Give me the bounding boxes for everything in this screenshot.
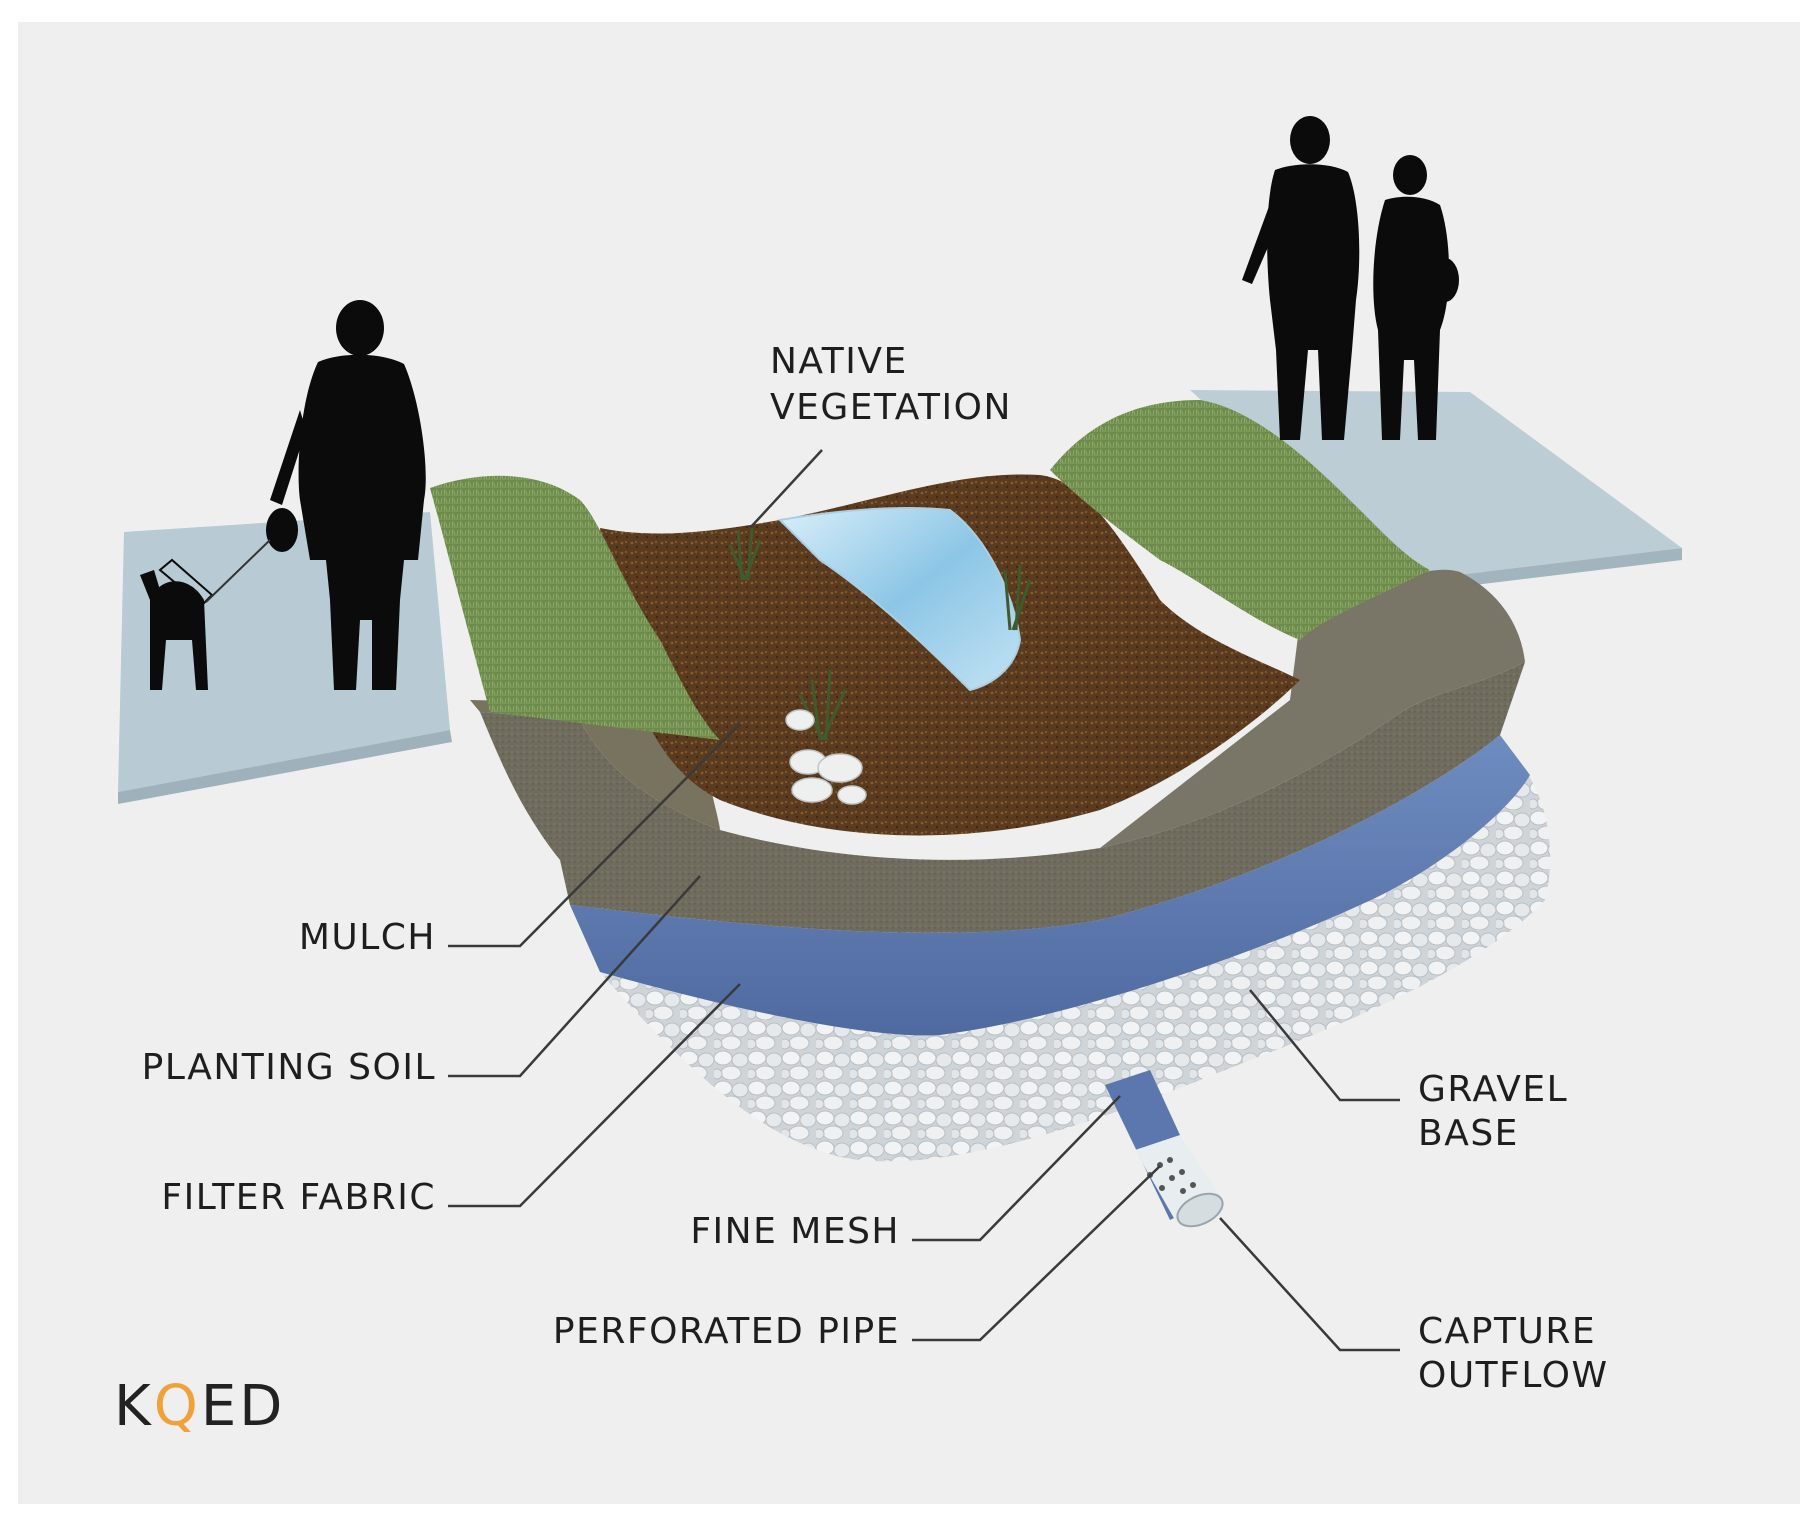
leader-perforated-pipe xyxy=(912,1165,1161,1342)
planting-soil-layer xyxy=(480,662,1525,933)
leader-native-vegetation xyxy=(749,449,823,529)
label-capture-outflow-line1: CAPTURE xyxy=(1418,1311,1597,1352)
label-gravel-base-line1: GRAVEL xyxy=(1418,1069,1569,1110)
perforated-pipe xyxy=(1105,1070,1224,1228)
label-native-vegetation-line1: NATIVE xyxy=(770,341,908,382)
couple-silhouette xyxy=(1242,116,1459,440)
label-leader-lines xyxy=(448,449,1400,1352)
filter-fabric-layer xyxy=(570,735,1530,1036)
water-channel xyxy=(777,507,1022,692)
leader-filter-fabric xyxy=(448,983,741,1208)
logo-q: Q xyxy=(153,1374,201,1439)
right-grass-bank xyxy=(1050,400,1430,640)
leader-capture-outflow xyxy=(1219,1217,1400,1352)
man-walking-dog-silhouette xyxy=(140,300,426,690)
label-gravel-base-line2: BASE xyxy=(1418,1113,1519,1154)
leader-planting-soil xyxy=(448,875,701,1078)
label-capture-outflow-line2: OUTFLOW xyxy=(1418,1355,1609,1396)
planting-soil-top-right xyxy=(1100,569,1525,848)
river-stones xyxy=(785,709,867,805)
leader-gravel-base xyxy=(1249,989,1400,1102)
native-vegetation-plants xyxy=(728,527,1032,741)
label-mulch: MULCH xyxy=(298,917,436,958)
label-planting-soil: PLANTING SOIL xyxy=(141,1047,436,1088)
kqed-logo: KQED xyxy=(114,1374,285,1439)
logo-k: K xyxy=(114,1374,154,1439)
label-filter-fabric: FILTER FABRIC xyxy=(161,1177,436,1218)
leader-mulch xyxy=(448,723,741,948)
label-fine-mesh: FINE MESH xyxy=(690,1211,900,1252)
label-native-vegetation-line2: VEGETATION xyxy=(770,387,1012,428)
logo-ed: ED xyxy=(200,1374,286,1439)
left-grass-bank xyxy=(430,475,720,740)
dog-leash xyxy=(205,539,271,603)
leader-fine-mesh xyxy=(912,1095,1121,1242)
label-perforated-pipe: PERFORATED PIPE xyxy=(552,1311,900,1352)
